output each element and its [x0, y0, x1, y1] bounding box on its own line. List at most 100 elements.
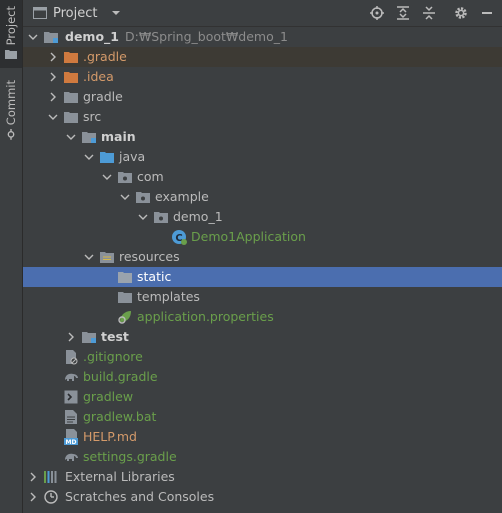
shell-script-icon — [63, 389, 79, 405]
chevron-down-icon[interactable] — [47, 107, 59, 127]
package-icon — [135, 189, 151, 205]
collapse-all-button[interactable] — [420, 4, 438, 22]
root-label: demo_1 D:₩Spring_boot₩demo_1 — [65, 27, 288, 47]
folder-icon — [5, 50, 17, 60]
chevron-down-icon[interactable] — [27, 27, 39, 47]
libraries-icon — [43, 469, 59, 485]
tree-row-java[interactable]: java — [23, 147, 502, 167]
source-folder-icon — [99, 149, 115, 165]
resources-folder-icon — [99, 249, 115, 265]
idea-dir-label: .idea — [83, 69, 114, 84]
tree-row-settings-gradle[interactable]: settings.gradle — [23, 447, 502, 467]
chevron-right-icon[interactable] — [65, 327, 77, 347]
tree-row-static[interactable]: static — [23, 267, 502, 287]
tree-row-gradlew[interactable]: gradlew — [23, 387, 502, 407]
root-path: D:₩Spring_boot₩demo_1 — [125, 29, 288, 44]
chevron-down-icon[interactable] — [119, 187, 131, 207]
static-label: static — [137, 269, 172, 284]
chevron-down-icon[interactable] — [83, 147, 95, 167]
panel-header: Project — [23, 0, 502, 27]
gradle-dir-label: .gradle — [83, 49, 127, 64]
src-label: src — [83, 109, 102, 124]
hide-panel-button[interactable] — [478, 4, 496, 22]
module-folder-icon — [43, 29, 59, 45]
tree-row-external-libraries[interactable]: External Libraries — [23, 467, 502, 487]
tree-row-com[interactable]: com — [23, 167, 502, 187]
chevron-down-icon[interactable] — [83, 247, 95, 267]
tree-row-app-properties[interactable]: application.properties — [23, 307, 502, 327]
chevron-right-icon[interactable] — [47, 47, 59, 67]
locate-file-button[interactable] — [368, 4, 386, 22]
view-title: Project — [53, 5, 98, 21]
locate-icon — [370, 6, 384, 20]
tree-row-help-md[interactable]: MD HELP.md — [23, 427, 502, 447]
folder-icon — [63, 89, 79, 105]
tree-row-test[interactable]: test — [23, 327, 502, 347]
expand-all-button[interactable] — [394, 4, 412, 22]
gradlew-label: gradlew — [83, 389, 134, 404]
commit-tool-tab[interactable]: Commit — [0, 76, 22, 140]
spring-boot-class-icon: C — [171, 229, 187, 245]
folder-icon — [63, 109, 79, 125]
gradle-folder-label: gradle — [83, 89, 123, 104]
chevron-right-icon[interactable] — [47, 87, 59, 107]
tree-row-root[interactable]: demo_1 D:₩Spring_boot₩demo_1 — [23, 27, 502, 47]
project-tool-label: Project — [4, 6, 18, 46]
tree-row-demo-package[interactable]: demo_1 — [23, 207, 502, 227]
chevron-right-icon[interactable] — [27, 487, 39, 507]
chevron-right-icon[interactable] — [27, 467, 39, 487]
root-name: demo_1 — [65, 29, 119, 44]
text-file-icon — [63, 409, 79, 425]
ignore-file-icon — [63, 349, 79, 365]
java-label: java — [119, 149, 146, 164]
hide-icon — [482, 12, 492, 14]
settings-gradle-label: settings.gradle — [83, 449, 177, 464]
build-gradle-label: build.gradle — [83, 369, 158, 384]
project-panel: Project — [23, 0, 502, 513]
tree-row-gitignore[interactable]: .gitignore — [23, 347, 502, 367]
chevron-down-icon[interactable] — [101, 167, 113, 187]
project-tree: demo_1 D:₩Spring_boot₩demo_1 .gradle .ide… — [23, 26, 502, 507]
tree-row-app-class[interactable]: C Demo1Application — [23, 227, 502, 247]
left-tool-strip: Project Commit — [0, 0, 23, 513]
tree-row-resources[interactable]: resources — [23, 247, 502, 267]
project-view-icon — [33, 7, 47, 19]
spring-properties-icon — [117, 309, 133, 325]
view-selector[interactable]: Project — [33, 0, 121, 26]
scratches-icon — [43, 489, 59, 505]
templates-label: templates — [137, 289, 200, 304]
tree-row-templates[interactable]: templates — [23, 287, 502, 307]
excluded-folder-icon — [63, 49, 79, 65]
commit-icon — [7, 129, 15, 140]
gear-icon — [455, 7, 467, 19]
chevron-down-icon[interactable] — [65, 127, 77, 147]
help-md-label: HELP.md — [83, 429, 137, 444]
gradlew-bat-label: gradlew.bat — [83, 409, 157, 424]
scratches-label: Scratches and Consoles — [65, 489, 215, 504]
tree-row-src[interactable]: src — [23, 107, 502, 127]
module-folder-icon — [81, 329, 97, 345]
resources-label: resources — [119, 249, 180, 264]
tree-row-example[interactable]: example — [23, 187, 502, 207]
folder-icon — [117, 269, 133, 285]
example-label: example — [155, 189, 209, 204]
project-tool-tab[interactable]: Project — [0, 0, 22, 68]
chevron-right-icon[interactable] — [47, 67, 59, 87]
tree-row-main[interactable]: main — [23, 127, 502, 147]
gradle-elephant-icon — [63, 449, 79, 465]
options-button[interactable] — [452, 4, 470, 22]
commit-tool-label: Commit — [4, 80, 18, 126]
tree-row-gradle-dir[interactable]: .gradle — [23, 47, 502, 67]
expand-all-icon — [397, 6, 409, 20]
chevron-down-icon[interactable] — [137, 207, 149, 227]
tree-row-gradlew-bat[interactable]: gradlew.bat — [23, 407, 502, 427]
chevron-down-icon — [112, 11, 121, 15]
tree-row-idea-dir[interactable]: .idea — [23, 67, 502, 87]
package-icon — [153, 209, 169, 225]
markdown-file-icon: MD — [63, 429, 79, 445]
excluded-folder-icon — [63, 69, 79, 85]
external-libraries-label: External Libraries — [65, 469, 175, 484]
tree-row-gradle-folder[interactable]: gradle — [23, 87, 502, 107]
tree-row-build-gradle[interactable]: build.gradle — [23, 367, 502, 387]
tree-row-scratches[interactable]: Scratches and Consoles — [23, 487, 502, 507]
